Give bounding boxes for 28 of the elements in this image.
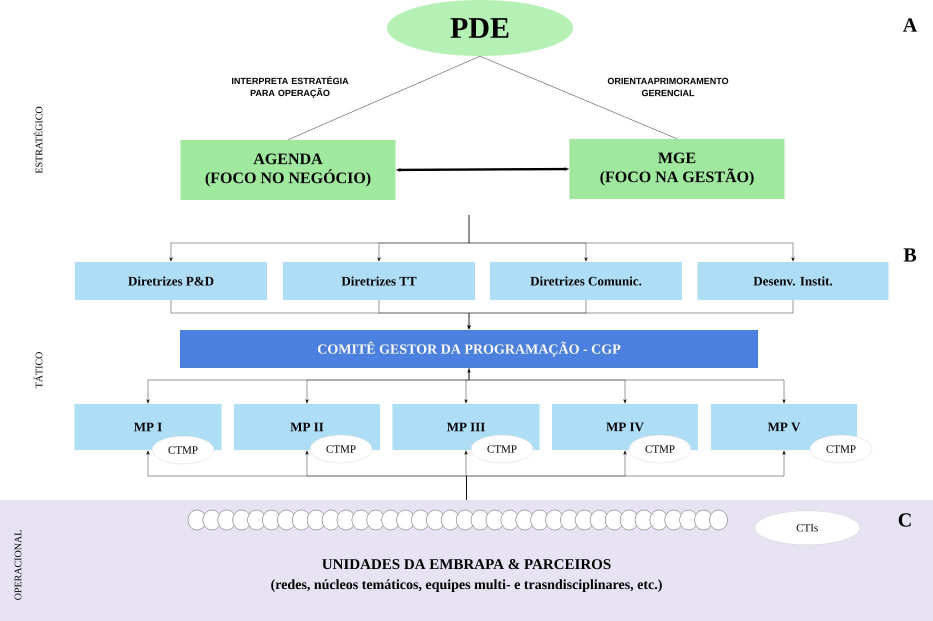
level-label: OPERACIONAL <box>14 530 22 600</box>
connector <box>468 214 795 262</box>
connector <box>466 450 786 500</box>
process-box: Diretrizes Comunic. <box>490 262 682 300</box>
section-letter: A <box>902 18 918 32</box>
process-box: Diretrizes P&D <box>75 262 267 300</box>
committee-box: COMITÊ GESTOR DA PROGRAMAÇÃO - CGP <box>180 330 758 368</box>
section-letter: C <box>898 513 911 527</box>
process-box: Desenv. Instit. <box>698 262 889 300</box>
process-box: AGENDA (FOCO NO NEGÓCIO) <box>180 140 396 200</box>
connector <box>467 300 794 330</box>
level-label: ESTRATÉGICO <box>34 106 42 174</box>
level-label: TÁTICO <box>34 352 42 388</box>
oval-node: CTMP <box>310 434 372 464</box>
process-box: MGE (FOCO NA GESTÃO) <box>570 139 784 199</box>
oval-node: PDE <box>387 0 573 56</box>
section-letter: B <box>904 248 916 262</box>
oval-node: CTMP <box>810 434 872 464</box>
edge-label: ORIENTAAPRIMORAMENTO GERENCIAL <box>608 78 728 96</box>
oval-node: CTIs <box>754 510 860 545</box>
oval-node: CTMP <box>628 434 692 464</box>
oval-node: CTMP <box>470 434 534 464</box>
connector <box>468 368 786 404</box>
connector <box>288 56 480 140</box>
connector <box>480 56 678 139</box>
edge-label: INTERPRETA ESTRATÉGIA PARA OPERAÇÃO <box>232 76 348 98</box>
oval-node: CTMP <box>152 436 214 464</box>
process-box: Diretrizes TT <box>283 262 475 300</box>
